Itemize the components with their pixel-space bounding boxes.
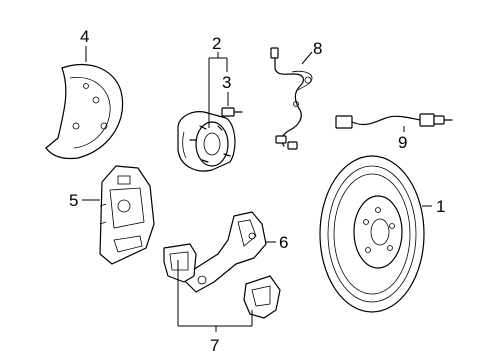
caliper-support[interactable] xyxy=(183,211,267,293)
splash-shield[interactable] xyxy=(45,63,124,160)
callout-8: 8 xyxy=(313,39,322,58)
callout-7: 7 xyxy=(210,336,219,355)
hub-and-bearing[interactable] xyxy=(177,111,236,172)
brake-rotor[interactable] xyxy=(319,155,425,313)
callout-5: 5 xyxy=(69,191,78,210)
callout-9: 9 xyxy=(398,133,407,152)
callout-3: 3 xyxy=(222,73,231,92)
rear-abs-sensor[interactable] xyxy=(335,113,453,129)
callout-4: 4 xyxy=(80,27,89,46)
leaders-2-3 xyxy=(208,52,229,128)
callout-1: 1 xyxy=(436,197,445,216)
caliper[interactable] xyxy=(99,165,155,265)
wheel-stud[interactable] xyxy=(221,107,243,117)
callout-2: 2 xyxy=(212,34,221,53)
leaders-7 xyxy=(177,260,253,332)
brake-pads[interactable] xyxy=(163,243,281,319)
leader-8 xyxy=(301,51,313,65)
callout-6: 6 xyxy=(279,233,288,252)
front-abs-sensor[interactable] xyxy=(270,47,313,150)
